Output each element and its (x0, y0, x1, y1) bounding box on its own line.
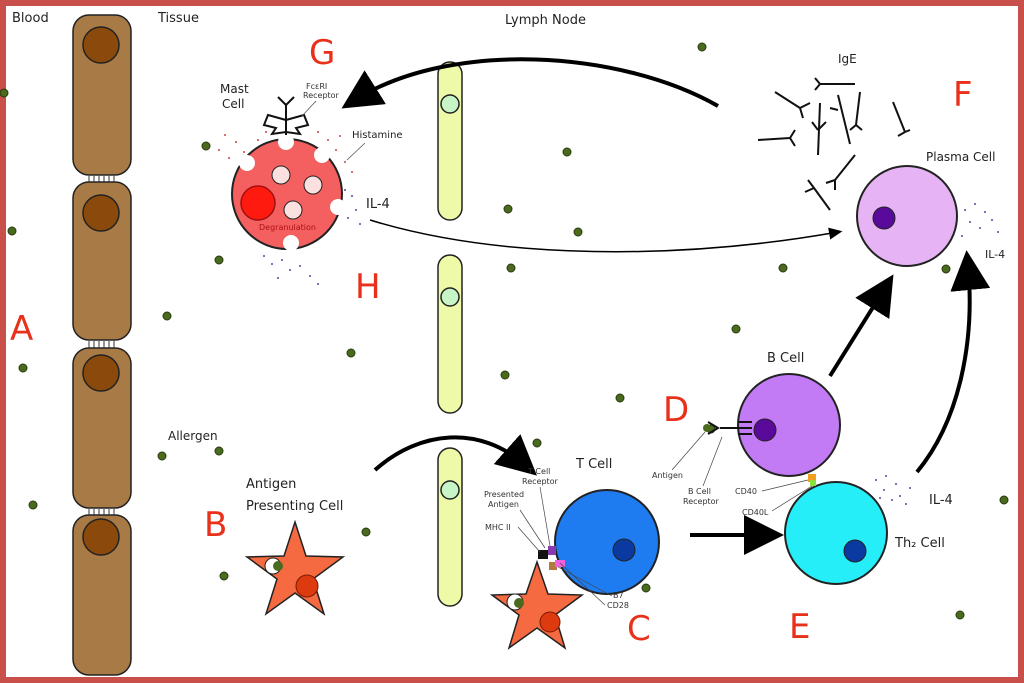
arrow-th2-to-plasma (915, 250, 991, 474)
apc-synapse (489, 546, 585, 650)
arrow-bcell-to-plasma (828, 274, 894, 378)
th2-cell (784, 475, 911, 585)
presented-antigen-label-line1: Presented (484, 490, 524, 499)
presented-antigen-label-line2: Antigen (488, 500, 519, 509)
endothelial-cell (72, 347, 132, 509)
endothelial-cell (72, 181, 132, 341)
step-letter-f: F (953, 75, 973, 115)
arrow-il4-mast-to-plasma (369, 219, 843, 253)
cd28-label: CD28 (607, 601, 629, 610)
bcr-label-line2: Receptor (683, 497, 720, 506)
arrow-ige-to-mast-cell (341, 57, 719, 109)
degranulation-label: Degranulation (259, 223, 316, 232)
apc-label-line2: Presenting Cell (246, 499, 343, 514)
il4-plasma-label: IL-4 (985, 248, 1005, 261)
region-tissue-label: Tissue (157, 11, 199, 26)
histamine-label: Histamine (352, 130, 403, 141)
b-cell-receptor-icon (707, 421, 752, 435)
plasma-cell-label: Plasma Cell (926, 150, 995, 164)
tcr-label-line1: T Cell (527, 467, 550, 476)
b-cell-label: B Cell (767, 351, 804, 366)
step-letter-b: B (204, 505, 227, 545)
region-blood-label: Blood (12, 11, 49, 26)
ige-label: IgE (838, 52, 857, 66)
step-letter-e: E (789, 607, 810, 647)
lymph-vessels (437, 61, 463, 607)
step-letter-d: D (663, 390, 689, 430)
lymph-vessel (437, 447, 463, 607)
antigen-label: Antigen (652, 471, 683, 480)
ige-antibodies (757, 77, 911, 211)
t-cell-label: T Cell (575, 457, 612, 472)
step-letter-a: A (10, 309, 33, 349)
cd40-label: CD40 (735, 487, 757, 496)
mhc-ii-label: MHC II (485, 523, 511, 532)
endothelial-cells (72, 14, 132, 676)
step-letter-h: H (355, 267, 381, 307)
th2-cell-label: Th₂ Cell (894, 536, 945, 551)
mast-cell-label-line1: Mast (220, 82, 249, 96)
b7-label: B7 (613, 591, 624, 600)
step-letter-g: G (309, 33, 335, 73)
il4-mast-label: IL-4 (366, 197, 390, 212)
fceri-label-line1: FcεRI (306, 82, 327, 91)
cd40l-label: CD40L (742, 508, 769, 517)
il4-th2-label: IL-4 (929, 493, 953, 508)
allergen-particles (0, 42, 1009, 620)
plasma-cell (856, 165, 999, 267)
allergen-label: Allergen (168, 429, 218, 443)
lymph-vessel (437, 254, 463, 414)
step-letter-c: C (627, 609, 651, 649)
arrow-apc-to-tcell (373, 434, 537, 476)
t-cell (554, 489, 660, 595)
tight-junctions (88, 176, 115, 515)
antigen-presenting-cell (244, 519, 346, 616)
endothelial-cell (72, 14, 132, 176)
bcr-label-line1: B Cell (688, 487, 711, 496)
mast-cell-label-line2: Cell (222, 97, 244, 111)
fceri-receptor-icon (262, 96, 310, 136)
endothelial-cell (72, 514, 132, 676)
apc-label-line1: Antigen (246, 477, 296, 492)
tcr-label-line2: Receptor (522, 477, 559, 486)
fceri-label-line2: Receptor (303, 91, 340, 100)
region-lymph-node-label: Lymph Node (505, 13, 586, 28)
mast-cell (218, 96, 361, 285)
b-cell (703, 373, 841, 482)
lymph-vessel (437, 61, 463, 221)
